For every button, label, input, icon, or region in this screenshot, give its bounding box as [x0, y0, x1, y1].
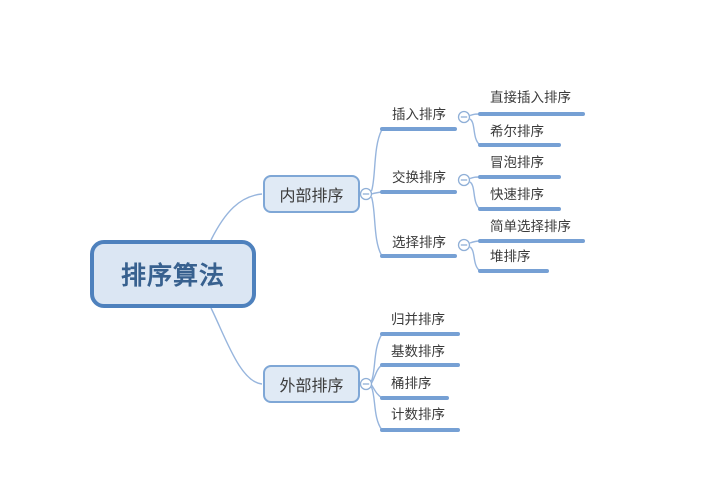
branch-curve — [370, 333, 383, 382]
collapse-toggle-insertion[interactable] — [457, 110, 471, 124]
external-fan-curves — [370, 333, 383, 431]
root-node[interactable]: 排序算法 — [90, 240, 256, 308]
topic-counting-sort[interactable]: 计数排序 — [391, 407, 445, 422]
topic-exchange-sort[interactable]: 交换排序 — [392, 170, 446, 185]
branch-curve — [370, 386, 383, 431]
topic-underlines — [380, 112, 585, 432]
topic-simple-selection-sort[interactable]: 简单选择排序 — [490, 219, 571, 234]
branch-curve — [469, 246, 481, 272]
collapse-toggle-internal[interactable] — [359, 187, 373, 201]
node-external-sort[interactable]: 外部排序 — [263, 365, 360, 403]
root-label: 排序算法 — [120, 262, 225, 290]
branch-curve — [469, 181, 481, 210]
topic-merge-sort[interactable]: 归并排序 — [391, 312, 445, 327]
topic-radix-sort[interactable]: 基数排序 — [391, 344, 445, 359]
collapse-toggle-external[interactable] — [359, 377, 373, 391]
branch-curve — [210, 307, 263, 385]
topic-shell-sort[interactable]: 希尔排序 — [490, 124, 544, 139]
topic-direct-insertion-sort[interactable]: 直接插入排序 — [490, 90, 571, 105]
branch-curve — [469, 118, 481, 146]
topic-bucket-sort[interactable]: 桶排序 — [391, 376, 432, 391]
branch-curve — [210, 193, 263, 241]
branch-curve — [370, 196, 383, 257]
node-internal-label: 内部排序 — [279, 188, 344, 205]
topic-quick-sort[interactable]: 快速排序 — [490, 187, 544, 202]
collapse-toggle-exchange[interactable] — [457, 173, 471, 187]
node-external-label: 外部排序 — [279, 378, 344, 395]
topic-heap-sort[interactable]: 堆排序 — [490, 249, 531, 264]
topic-bubble-sort[interactable]: 冒泡排序 — [490, 155, 544, 170]
leaf-fan-curves — [469, 113, 481, 272]
topic-selection-sort[interactable]: 选择排序 — [392, 235, 446, 250]
topic-insertion-sort[interactable]: 插入排序 — [392, 107, 446, 122]
collapse-toggle-selection[interactable] — [457, 238, 471, 252]
branch-curve — [370, 129, 383, 192]
node-internal-sort[interactable]: 内部排序 — [263, 175, 360, 213]
root-branch-curves — [210, 193, 263, 385]
collapse-toggles — [359, 110, 471, 391]
